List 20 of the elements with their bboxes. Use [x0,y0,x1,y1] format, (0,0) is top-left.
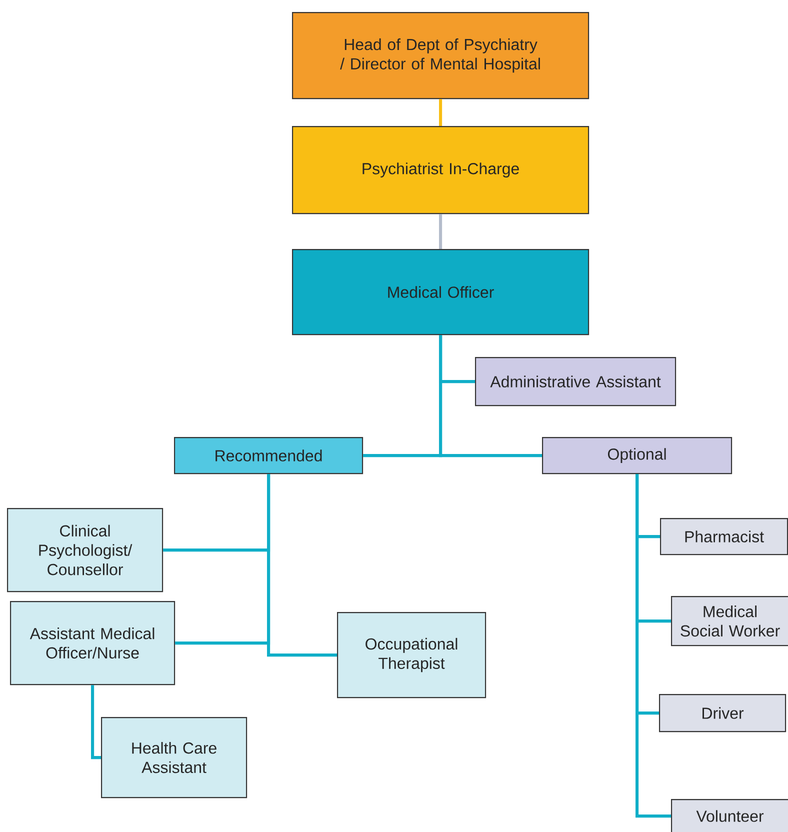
connector-line [439,99,442,126]
role-box: Clinical Psychologist/ Counsellor [7,508,164,592]
role-box: Occupational Therapist [337,612,486,698]
role-box: Medical Officer [292,249,590,336]
role-box: Assistant Medical Officer/Nurse [10,601,176,686]
title-box: Head of Dept of Psychiatry / Director of Mental Hospital [292,12,590,100]
connector-line [267,474,337,657]
connector-line [636,474,671,818]
connector-line [439,214,442,249]
role-box: Driver [659,694,786,732]
group-box: Recommended [174,437,364,474]
group-box: Optional [542,437,732,474]
connector-line [91,685,101,760]
role-box: Volunteer [671,799,788,832]
role-box: Medical Social Worker [671,596,788,646]
role-box: Health Care Assistant [101,717,248,798]
role-box: Administrative Assistant [475,357,676,406]
connector-line [439,335,542,458]
role-box: Pharmacist [660,518,788,556]
role-box: Psychiatrist In-Charge [292,126,590,214]
